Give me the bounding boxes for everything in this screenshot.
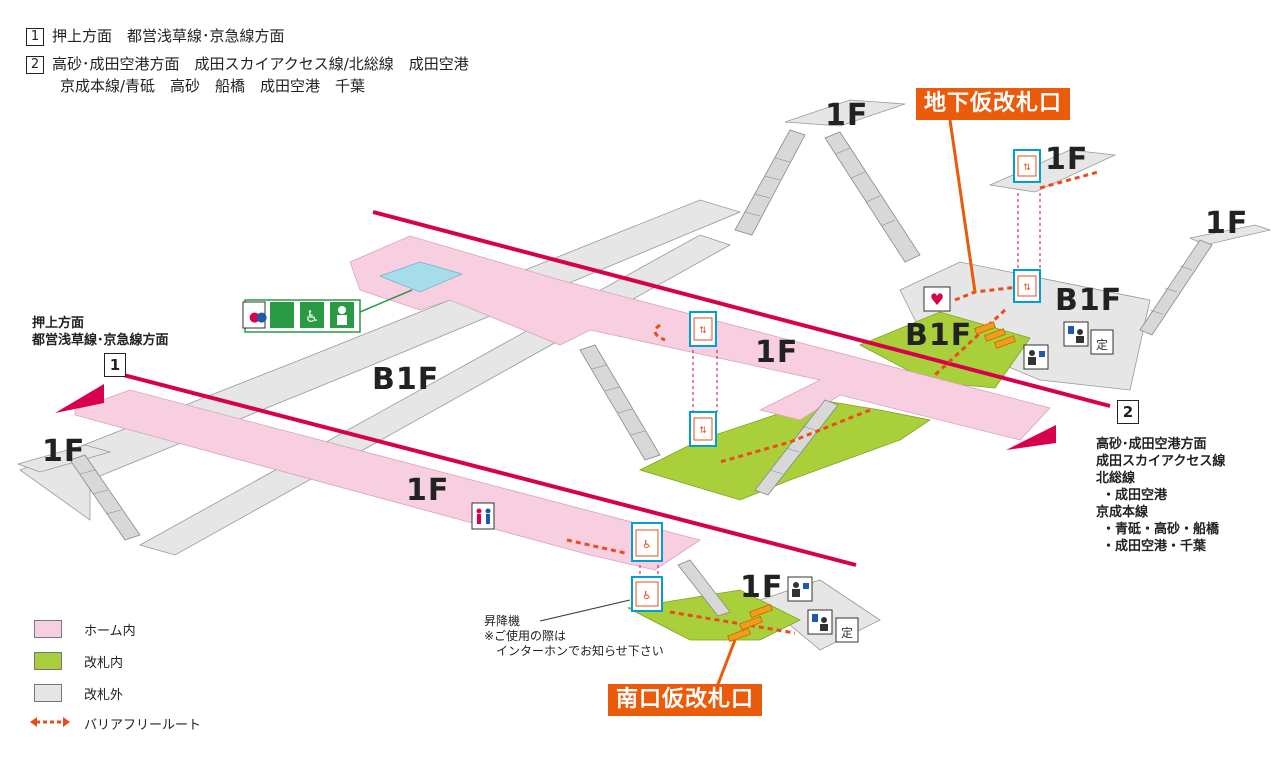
right-destination-line: 京成本線 — [1096, 505, 1149, 520]
floor-label-center-1f: 1F — [755, 335, 799, 370]
elevator-icon: ⇅ — [1013, 149, 1041, 183]
legend-paid-swatch — [34, 652, 62, 670]
floor-label-platform-1f: 1F — [406, 473, 450, 508]
direction-1: 1 押上方面 都営浅草線･京急線方面 — [26, 26, 285, 46]
aed-icon: ♥ — [923, 286, 951, 312]
svg-text:●: ● — [249, 310, 260, 325]
floor-label-elevator-1f: 1F — [1045, 142, 1089, 177]
legend-unpaid-swatch — [34, 684, 62, 702]
toilet-icon — [471, 502, 495, 530]
left-destination-line-1: 押上方面 — [32, 316, 85, 331]
staff-icon — [787, 576, 813, 602]
svg-text:⇅: ⇅ — [699, 326, 707, 336]
right-destination-line: ・青砥・高砂・船橋 — [1102, 522, 1220, 537]
svg-text:⇅: ⇅ — [1023, 283, 1031, 293]
svg-text:♥: ♥ — [930, 290, 944, 309]
floor-label-left-b1f: B1F — [372, 362, 440, 397]
floor-label-south-1f: 1F — [740, 570, 784, 605]
direction-2-number: 2 — [26, 55, 44, 74]
right-destination-line: ・成田空港 — [1102, 488, 1168, 503]
right-destination-line: 成田スカイアクセス線 — [1096, 454, 1226, 469]
north-temporary-gate-label: 地下仮改札口 — [916, 88, 1071, 120]
lift-note-line-2: インターホンでお知らせ下さい — [496, 644, 664, 658]
legend-route-label: バリアフリールート — [84, 718, 202, 733]
legend-platform-label: ホーム内 — [84, 624, 136, 639]
direction-2: 2 高砂･成田空港方面 成田スカイアクセス線/北総線 成田空港 — [26, 54, 469, 74]
svg-text:♿: ♿ — [305, 307, 319, 326]
floor-label-left-1f: 1F — [42, 434, 86, 469]
left-destination-line-2: 都営浅草線･京急線方面 — [32, 333, 169, 348]
stair-lift-icon: ♿ — [631, 576, 663, 612]
right-destination: 高砂･成田空港方面 成田スカイアクセス線 北総線 ・成田空港 京成本線 ・青砥・… — [1096, 436, 1225, 555]
direction-arrow-right — [1006, 425, 1056, 450]
legend-route-icon — [30, 717, 70, 727]
staff-icon — [1023, 344, 1049, 370]
elevator-icon: ⇅ — [689, 311, 717, 347]
commuter-pass-icon: 定 — [1090, 329, 1114, 355]
direction-arrow-left — [55, 384, 104, 413]
ticket-icon — [1063, 321, 1089, 347]
legend-unpaid-label: 改札外 — [84, 688, 124, 703]
floor-label-top-1f: 1F — [825, 98, 869, 133]
svg-text:⇅: ⇅ — [1023, 163, 1031, 173]
lift-note-title: 昇降機 — [484, 614, 521, 628]
lift-note-line-1: ※ご使用の際は — [484, 629, 567, 643]
right-destination-line: 高砂･成田空港方面 — [1096, 437, 1207, 452]
direction-1-number: 1 — [26, 27, 44, 46]
svg-text:⇅: ⇅ — [699, 426, 707, 436]
direction-2-marker: 2 — [1117, 400, 1139, 424]
platform-skylight — [378, 261, 464, 293]
stair-steps — [79, 147, 1193, 515]
svg-text:♿: ♿ — [642, 589, 652, 602]
lift-note-leader — [539, 599, 631, 622]
direction-1-marker: 1 — [104, 353, 126, 377]
direction-1-text: 押上方面 都営浅草線･京急線方面 — [52, 27, 285, 45]
commuter-pass-label: 定 — [841, 625, 853, 640]
right-destination-line: 北総線 — [1096, 471, 1136, 486]
paid-area — [626, 311, 1031, 641]
direction-2-text-2: 京成本線/青砥 高砂 船橋 成田空港 千葉 — [60, 77, 366, 95]
floor-label-right-1f: 1F — [1205, 206, 1249, 241]
commuter-pass-icon: 定 — [835, 617, 859, 643]
elevator-icon: ⇅ — [1013, 269, 1041, 303]
rail-lines — [111, 210, 1111, 567]
ticket-icon — [807, 609, 833, 635]
svg-text:♿: ♿ — [642, 538, 652, 551]
legend-paid-label: 改札内 — [84, 656, 124, 671]
left-destination: 押上方面 都営浅草線･京急線方面 — [32, 315, 169, 349]
right-destination-line: ・成田空港・千葉 — [1102, 539, 1207, 554]
svg-text:●: ● — [256, 310, 267, 325]
toilet-icon-group: ● ● ♿ — [242, 289, 413, 333]
stair-lift-icon: ♿ — [631, 522, 663, 562]
stairs — [69, 129, 1213, 617]
direction-2-text-1: 高砂･成田空港方面 成田スカイアクセス線/北総線 成田空港 — [52, 55, 469, 73]
commuter-pass-label: 定 — [1096, 337, 1108, 352]
floor-label-right-b1f: B1F — [1055, 283, 1123, 318]
legend-platform-swatch — [34, 620, 62, 638]
gate-leaders — [713, 119, 977, 693]
ticket-gates — [727, 321, 1016, 643]
elevator-icon: ⇅ — [689, 411, 717, 447]
lift-note: 昇降機 ※ご使用の際は インターホンでお知らせ下さい — [484, 614, 664, 659]
floor-label-gate-b1f: B1F — [905, 318, 973, 353]
south-temporary-gate-label: 南口仮改札口 — [608, 684, 763, 716]
